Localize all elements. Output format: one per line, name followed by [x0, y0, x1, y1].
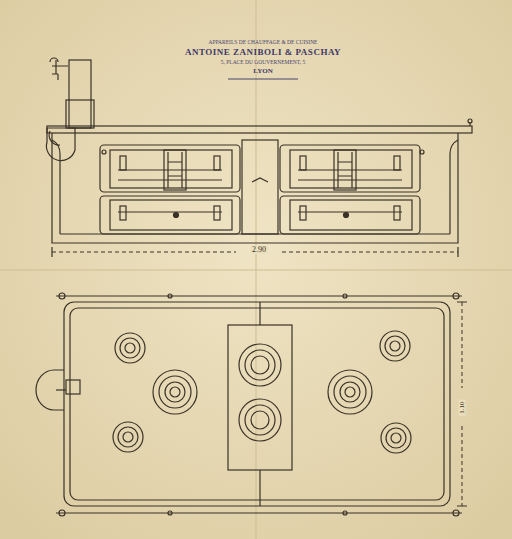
burner-ring: [345, 387, 355, 397]
burner-ring: [391, 433, 401, 443]
burner-ring: [165, 382, 185, 402]
burner-ring: [153, 370, 197, 414]
burner-ring: [115, 333, 145, 363]
burner-ring: [340, 382, 360, 402]
burner-ring: [390, 341, 400, 351]
burner-ring: [118, 427, 138, 447]
burner-ring: [239, 344, 281, 386]
burner-ring: [245, 350, 275, 380]
burner-ring: [113, 422, 143, 452]
burner-ring: [385, 336, 405, 356]
burner-ring: [251, 411, 269, 429]
burner-ring: [159, 376, 191, 408]
burner-ring: [251, 356, 269, 374]
dimension-label: 2.90: [250, 246, 268, 254]
burner-ring: [380, 331, 410, 361]
burner-ring: [125, 343, 135, 353]
burner-ring: [334, 376, 366, 408]
burner-ring: [170, 387, 180, 397]
stamp-address: 5, PLACE DU GOUVERNEMENT, 5: [221, 60, 306, 66]
dimension-label: 1.10: [459, 399, 466, 415]
stamp-name: ANTOINE ZANIBOLI & PASCHAY: [185, 48, 341, 57]
stamp-rule: [228, 79, 298, 80]
burner-ring: [245, 405, 275, 435]
stamp-city: LYON: [253, 68, 273, 75]
burner-ring: [386, 428, 406, 448]
burner-ring: [381, 423, 411, 453]
burner-ring: [239, 399, 281, 441]
burner-ring: [120, 338, 140, 358]
burner-ring: [123, 432, 133, 442]
stamp-line: APPAREILS DE CHAUFFAGE & DE CUISINE: [209, 40, 318, 46]
burner-ring: [328, 370, 372, 414]
